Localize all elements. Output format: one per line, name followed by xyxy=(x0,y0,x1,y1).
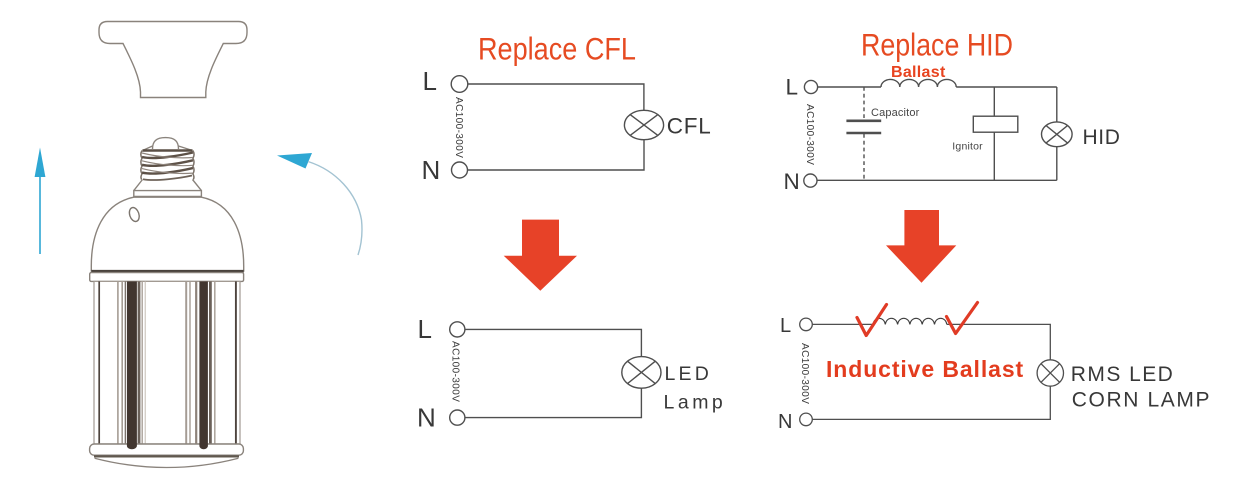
svg-text:L: L xyxy=(786,75,799,100)
svg-text:N: N xyxy=(422,155,441,185)
svg-text:HID: HID xyxy=(1083,126,1121,149)
svg-text:AC100-300V: AC100-300V xyxy=(450,341,461,402)
svg-text:Replace CFL: Replace CFL xyxy=(478,31,636,67)
svg-text:L: L xyxy=(418,314,432,344)
svg-text:Capacitor: Capacitor xyxy=(871,107,920,119)
svg-text:RMS LED: RMS LED xyxy=(1071,363,1175,386)
svg-text:CORN LAMP: CORN LAMP xyxy=(1072,389,1211,412)
svg-text:CFL: CFL xyxy=(667,114,712,139)
svg-text:AC100-300V: AC100-300V xyxy=(799,343,810,404)
svg-text:L: L xyxy=(780,315,791,337)
svg-text:Replace HID: Replace HID xyxy=(861,26,1013,62)
svg-text:Ignitor: Ignitor xyxy=(952,141,983,153)
svg-text:Ballast: Ballast xyxy=(891,64,946,81)
svg-text:Lamp: Lamp xyxy=(664,391,727,413)
svg-text:L: L xyxy=(423,66,437,96)
svg-text:N: N xyxy=(778,411,792,433)
svg-text:Inductive Ballast: Inductive Ballast xyxy=(826,356,1024,382)
svg-text:N: N xyxy=(417,403,436,433)
svg-text:N: N xyxy=(784,169,800,194)
svg-text:AC100-300V: AC100-300V xyxy=(453,97,464,158)
svg-text:AC100-300V: AC100-300V xyxy=(804,104,815,165)
svg-text:LED: LED xyxy=(665,363,713,385)
